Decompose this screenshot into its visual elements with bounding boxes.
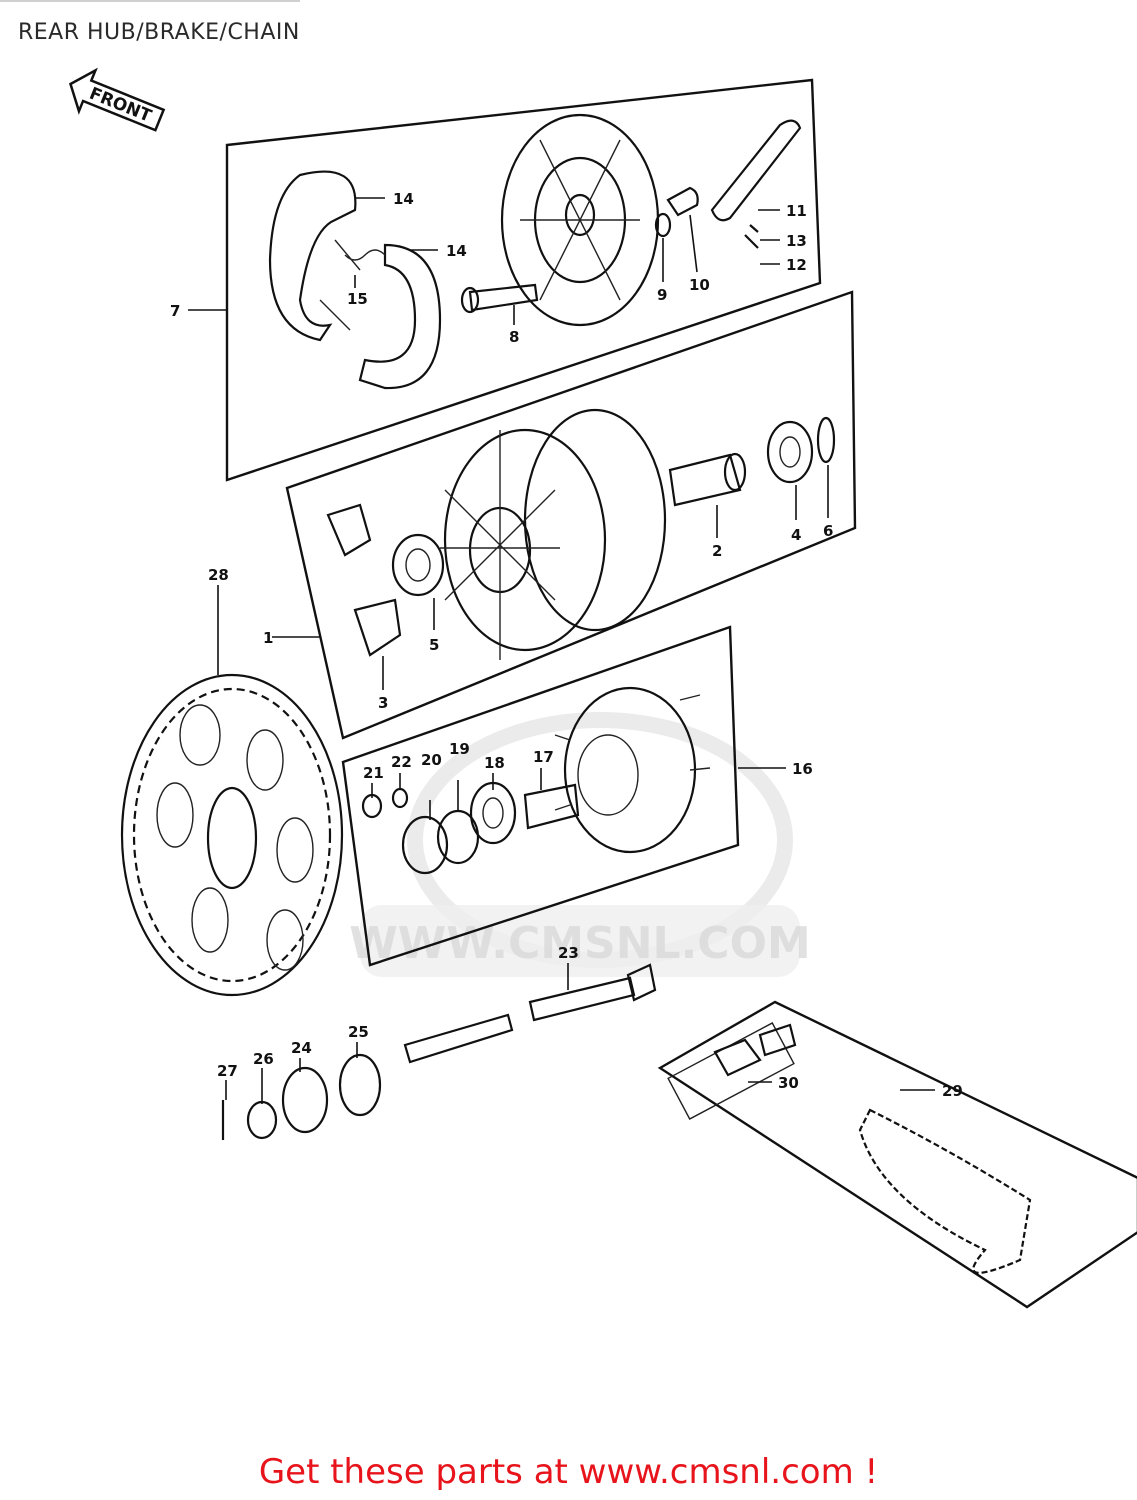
damper-3-part <box>353 598 402 657</box>
seal-9-part <box>654 212 672 238</box>
washer-22-part <box>391 787 409 809</box>
callout-21: 21 <box>363 764 384 782</box>
brake-shoe-part <box>268 170 442 390</box>
spacer-2-part <box>668 452 747 507</box>
callout-14-lower: 14 <box>446 242 467 260</box>
chain-frame <box>657 1000 1137 1309</box>
callout-9: 9 <box>657 286 667 304</box>
chain-29-part <box>858 1108 1032 1274</box>
bearing-4-part <box>766 420 814 484</box>
callout-26: 26 <box>253 1050 274 1068</box>
damper-top-part <box>326 503 372 557</box>
callout-6: 6 <box>823 522 833 540</box>
callout-11: 11 <box>786 202 807 220</box>
leader-lines <box>188 197 935 1104</box>
callout-15: 15 <box>347 290 368 308</box>
front-label: FRONT <box>86 84 154 127</box>
spacer-24-part <box>281 1066 329 1134</box>
master-link-box <box>667 1022 795 1120</box>
collar-17-part <box>523 783 580 830</box>
callout-17: 17 <box>533 748 554 766</box>
callout-27-visible: 27 <box>217 1062 238 1080</box>
coupling-part <box>554 686 711 854</box>
callout-20: 20 <box>421 751 442 769</box>
call-to-action-link[interactable]: Get these parts at www.cmsnl.com ! <box>258 1452 879 1492</box>
page-title: REAR HUB/BRAKE/CHAIN <box>18 20 300 45</box>
indicator-10-part <box>666 186 699 217</box>
brake-panel-frame <box>225 78 822 482</box>
callout-19: 19 <box>449 740 470 758</box>
bearing-5-part <box>391 533 445 597</box>
callout-1: 1 <box>263 629 273 647</box>
callout-28: 28 <box>208 566 229 584</box>
callouts: 7 14 14 15 8 9 10 11 13 12 1 2 4 6 5 3 2… <box>170 190 963 1100</box>
callout-30: 30 <box>778 1074 799 1092</box>
callout-14-upper: 14 <box>393 190 414 208</box>
callout-13: 13 <box>786 232 807 250</box>
nut-21-part <box>361 793 383 819</box>
hub-part <box>440 408 667 660</box>
brake-cam-part <box>460 283 539 314</box>
callout-18: 18 <box>484 754 505 772</box>
callout-5: 5 <box>429 636 439 654</box>
bolt-12-part <box>744 224 759 249</box>
brake-lever-11-part <box>710 119 802 222</box>
callout-29: 29 <box>942 1082 963 1100</box>
callout-10: 10 <box>689 276 710 294</box>
callout-8: 8 <box>509 328 519 346</box>
seal-20-part <box>401 815 449 875</box>
watermark-text: WWW.CMSNL.COM <box>349 918 811 969</box>
callout-22: 22 <box>391 753 412 771</box>
watermark: WWW.CMSNL.COM <box>349 712 811 977</box>
axle-23-part <box>403 963 657 1064</box>
sprocket-28-part <box>120 673 344 997</box>
circlip-19-part <box>436 809 480 865</box>
front-arrow-icon: FRONT <box>68 67 166 132</box>
callout-2: 2 <box>712 542 722 560</box>
top-rule <box>0 0 300 2</box>
callout-23: 23 <box>558 944 579 962</box>
callout-24: 24 <box>291 1039 312 1057</box>
callout-16-label: 16 <box>792 760 813 778</box>
nut-26-part <box>246 1100 278 1140</box>
callout-7: 7 <box>170 302 180 320</box>
callout-25: 25 <box>348 1023 369 1041</box>
callout-3: 3 <box>378 694 388 712</box>
callout-12: 12 <box>786 256 807 274</box>
coupling-frame <box>341 625 740 967</box>
brake-panel-part <box>500 113 660 327</box>
parts-diagram: WWW.CMSNL.COM FRONT <box>68 67 1137 1309</box>
hub-frame <box>285 290 857 740</box>
seal-6-part <box>816 416 836 464</box>
master-link-30-part <box>713 1023 797 1077</box>
collar-25-part <box>338 1053 382 1117</box>
callout-4: 4 <box>791 526 801 544</box>
